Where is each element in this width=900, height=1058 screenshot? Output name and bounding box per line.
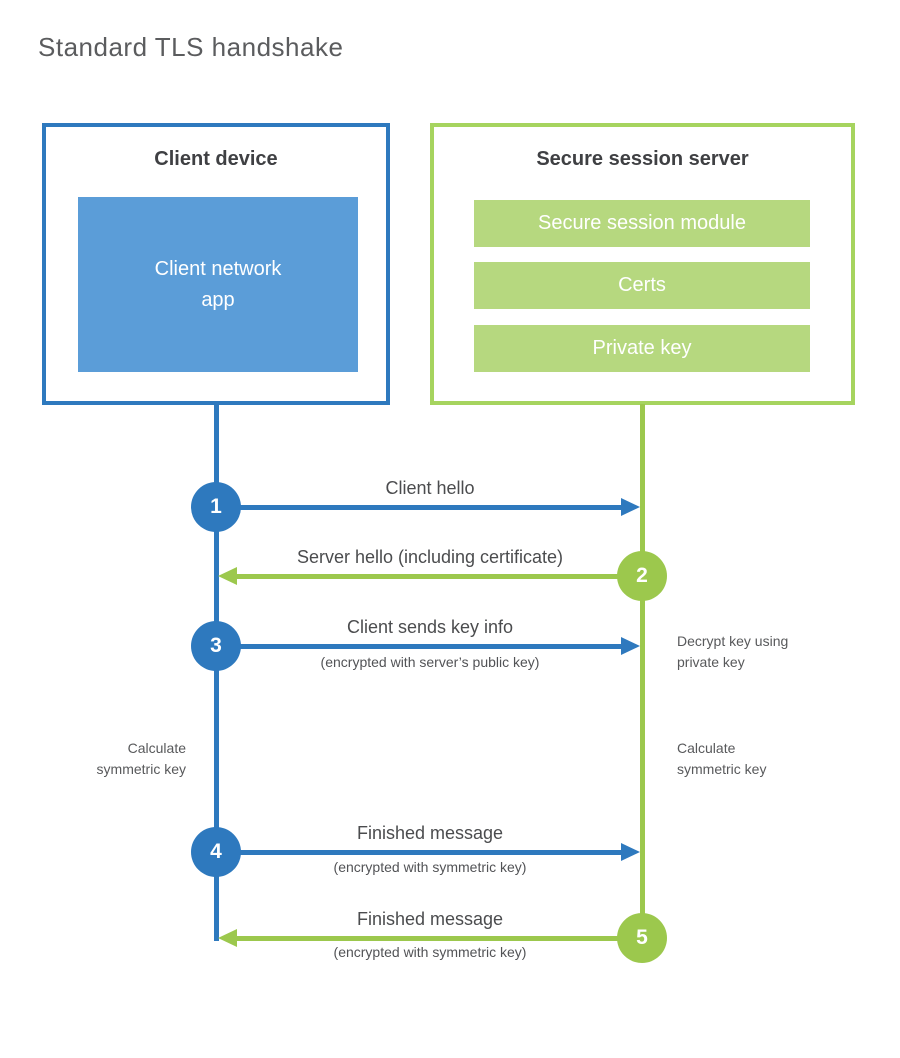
annotation-calculate-symmetric-key-client: Calculate symmetric key [96,740,186,777]
secure-session-server-box: Secure session server Secure session mod… [430,123,855,405]
step-4-label: Finished message [356,823,504,843]
step-3-label: Client sends key info [346,617,514,637]
step-2-arrowhead-left-icon [218,567,237,585]
step-5-sublabel: (encrypted with symmetric key) [333,944,527,960]
annotation-decrypt-key: Decrypt key using private key [677,633,789,670]
server-lifeline [640,404,645,938]
page-title: Standard TLS handshake [38,32,344,62]
annotation-calculate-symmetric-key-server: Calculate symmetric key [677,740,767,777]
step-5-arrow-line [236,936,620,941]
step-4-arrow-line [240,850,622,855]
step-5-label: Finished message [356,909,504,929]
server-module-certs: Certs [474,262,810,309]
client-device-title: Client device [154,148,278,170]
step-1-badge: 1 [191,482,241,532]
step-3-badge: 3 [191,621,241,671]
step-1-arrowhead-right-icon [621,498,640,516]
step-4-sublabel: (encrypted with symmetric key) [333,859,527,875]
step-5-arrowhead-left-icon [218,929,237,947]
step-1-label: Client hello [385,478,475,498]
step-1-arrow-line [240,505,622,510]
secure-session-server-title: Secure session server [536,148,749,170]
client-device-box: Client device Client network app [42,123,390,405]
step-3-arrow-line [240,644,622,649]
step-2-label: Server hello (including certificate) [296,547,564,567]
step-4-arrowhead-right-icon [621,843,640,861]
client-lifeline [214,404,219,941]
client-network-app-module: Client network app [78,197,358,372]
server-module-secure-session: Secure session module [474,200,810,247]
server-module-private-key: Private key [474,325,810,372]
step-3-arrowhead-right-icon [621,637,640,655]
step-3-sublabel: (encrypted with server’s public key) [320,654,540,670]
step-4-badge: 4 [191,827,241,877]
step-2-arrow-line [236,574,620,579]
step-5-badge: 5 [617,913,667,963]
step-2-badge: 2 [617,551,667,601]
